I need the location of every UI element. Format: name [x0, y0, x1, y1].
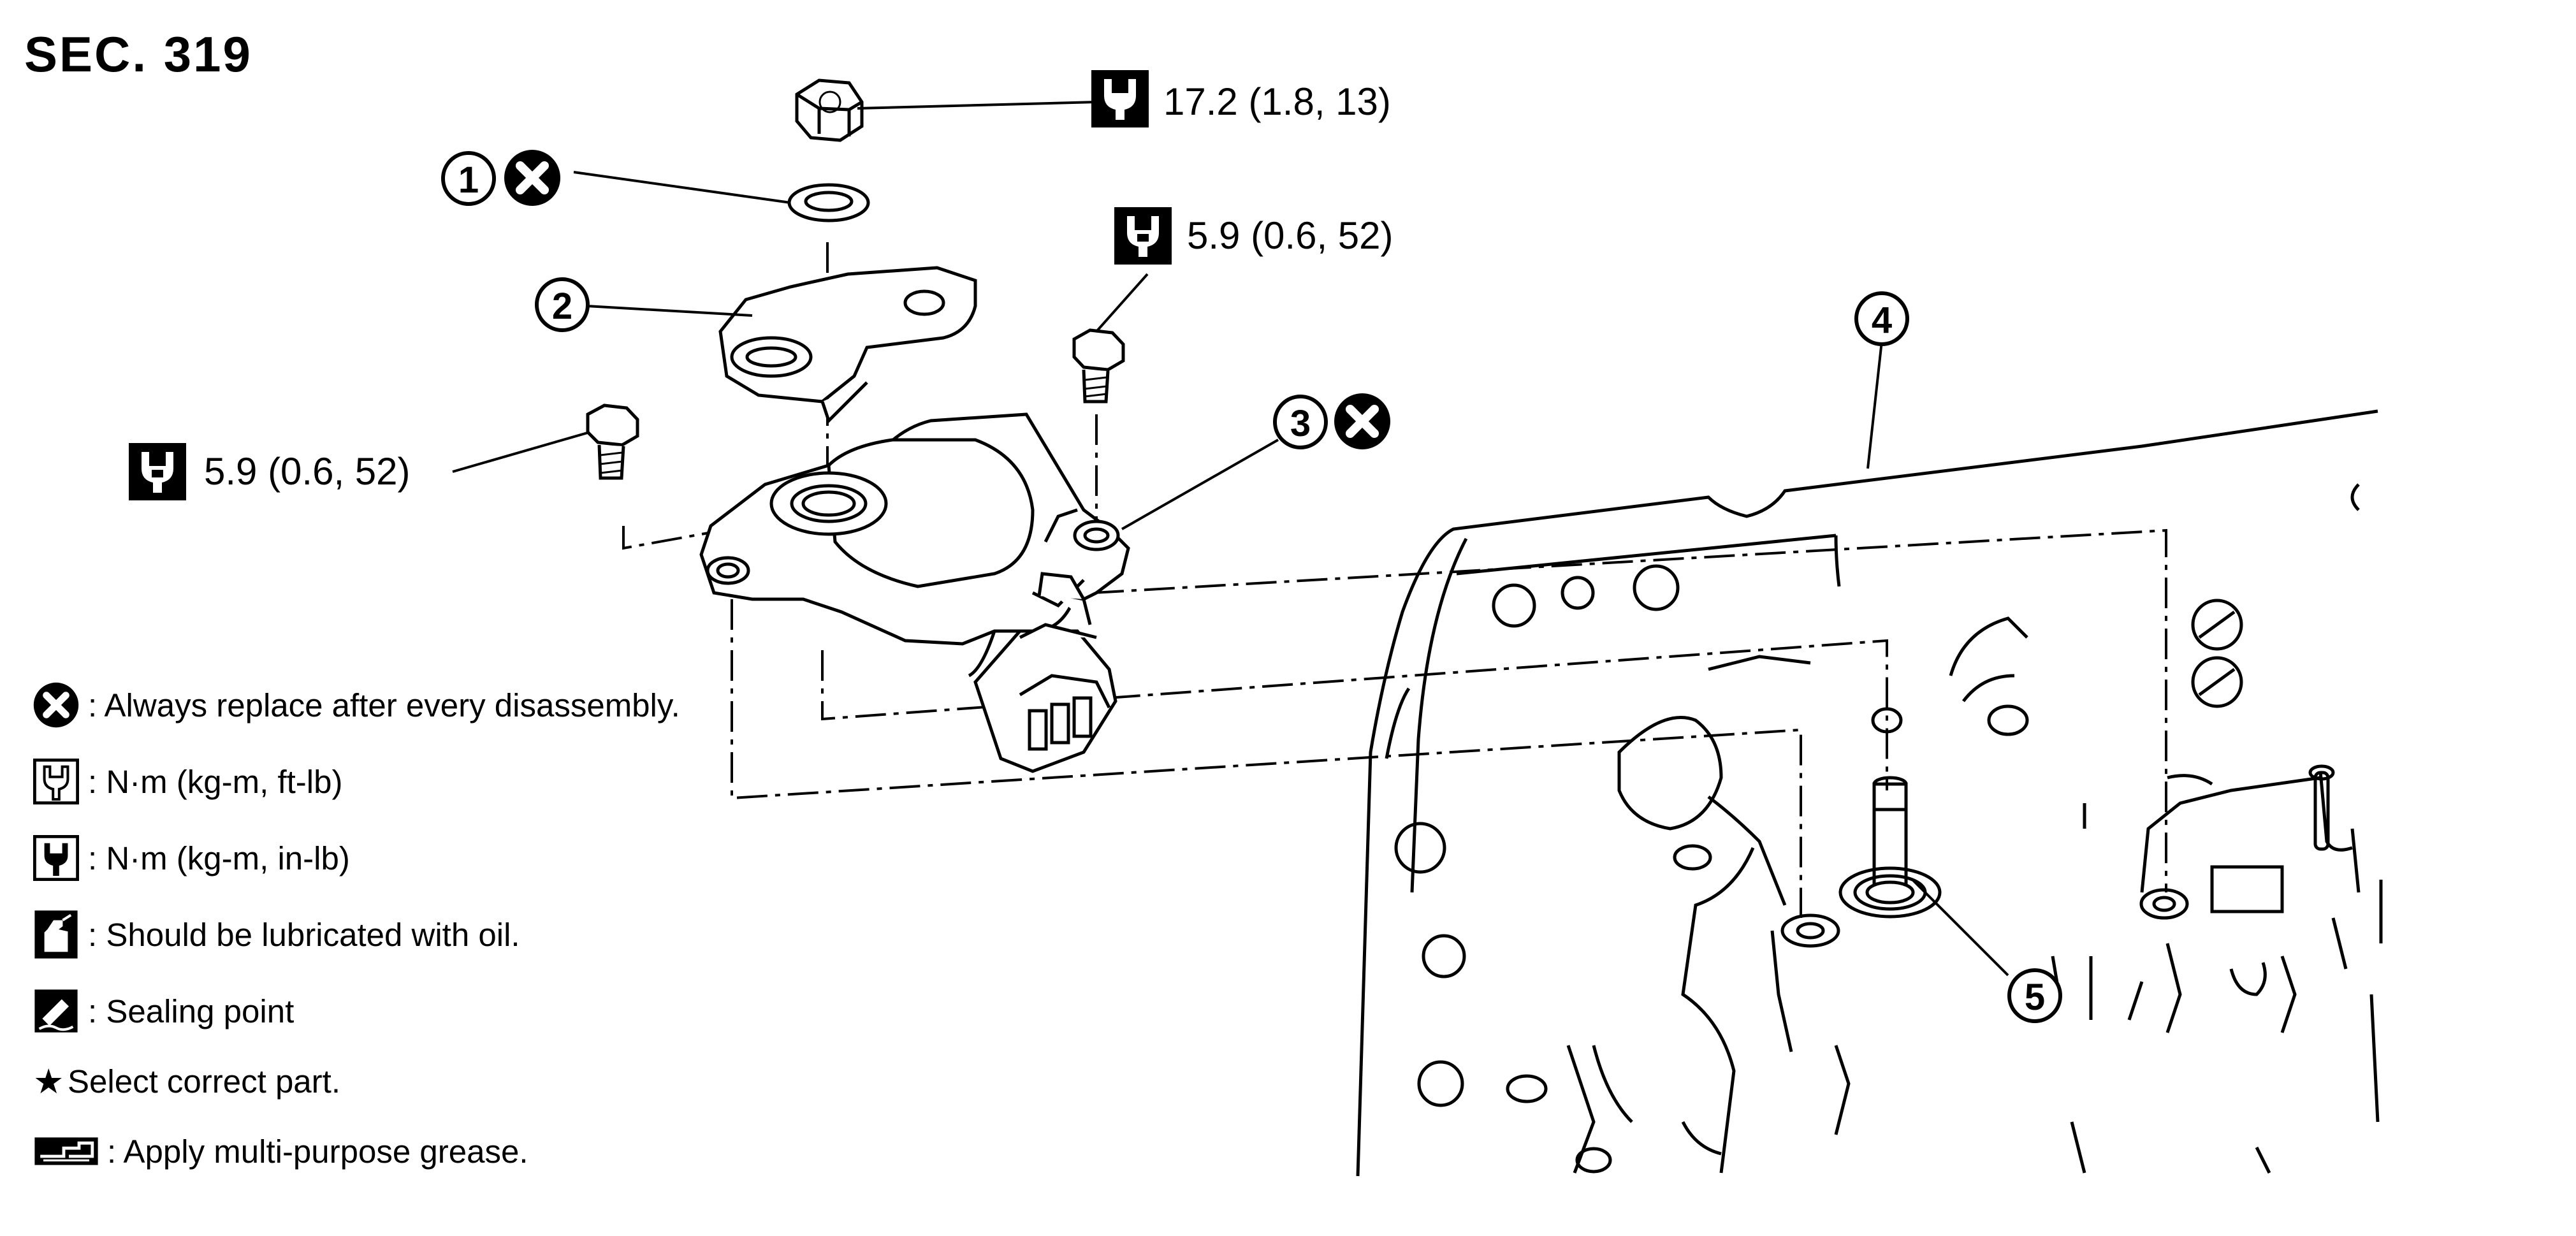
legend-text-torque-ftlb: : N·m (kg-m, ft-lb) [88, 763, 343, 800]
part-number-2: 2 [552, 286, 572, 327]
washer [787, 183, 870, 222]
legend-item-select-part: ★ Select correct part. [33, 1052, 340, 1110]
oil-can-icon [33, 909, 84, 960]
legend-item-grease: : Apply multi-purpose grease. [33, 1122, 528, 1181]
bolt-right [1072, 328, 1125, 404]
part-number-4: 4 [1872, 300, 1892, 341]
legend-item-torque-ftlb: : N·m (kg-m, ft-lb) [33, 752, 342, 811]
connector [973, 572, 1117, 773]
leader-lines [452, 101, 2009, 977]
legend-item-oil: : Should be lubricated with oil. [33, 905, 520, 964]
grease-icon [33, 1126, 103, 1177]
replace-x-icon [1334, 393, 1390, 449]
replace-x-icon [33, 680, 84, 731]
part-number-3: 3 [1290, 403, 1311, 444]
legend-text-oil: : Should be lubricated with oil. [88, 916, 520, 953]
part-callout-4: 4 [1854, 291, 1909, 346]
torque-ftlb-icon [1091, 70, 1149, 127]
legend-text-select-part: Select correct part. [68, 1063, 340, 1100]
torque-callout-nut: 17.2 (1.8, 13) [1091, 70, 1391, 127]
nut-torque-text: 17.2 (1.8, 13) [1163, 80, 1391, 123]
torque-ftlb-icon [33, 756, 84, 807]
part-callout-1: 1 [441, 150, 560, 206]
legend-text-sealing: : Sealing point [88, 992, 295, 1029]
bracket [718, 266, 977, 424]
legend-text-replace: : Always replace after every disassembly… [88, 687, 680, 723]
star-icon: ★ [33, 1062, 64, 1101]
part-callout-2: 2 [535, 277, 590, 332]
torque-inlb-icon [33, 832, 84, 883]
section-title: SEC. 319 [24, 26, 252, 82]
part-number-1: 1 [458, 159, 479, 201]
legend-item-replace: : Always replace after every disassembly… [33, 676, 680, 734]
transmission-case [1356, 409, 2383, 1177]
legend-item-torque-inlb: : N·m (kg-m, in-lb) [33, 829, 350, 887]
torque-inlb-icon [1114, 207, 1172, 265]
part-callout-5: 5 [2007, 968, 2062, 1023]
torque-callout-bolt-right: 5.9 (0.6, 52) [1114, 207, 1394, 265]
range-switch [699, 412, 1130, 678]
bolt-left [586, 404, 639, 480]
torque-callout-bolt-left: 5.9 (0.6, 52) [129, 443, 411, 500]
sealing-icon [33, 985, 84, 1036]
nut [795, 78, 864, 142]
legend-text-grease: : Apply multi-purpose grease. [107, 1133, 528, 1170]
bolt-left-torque-text: 5.9 (0.6, 52) [204, 450, 411, 493]
manual-shaft [1838, 776, 1942, 919]
part-callout-3: 3 [1273, 393, 1390, 449]
torque-inlb-icon [129, 443, 186, 500]
legend-text-torque-inlb: : N·m (kg-m, in-lb) [88, 840, 350, 876]
replace-x-icon [504, 150, 560, 206]
legend-item-sealing: : Sealing point [33, 982, 294, 1040]
bolt-right-torque-text: 5.9 (0.6, 52) [1187, 214, 1394, 257]
part-number-5: 5 [2025, 977, 2045, 1018]
